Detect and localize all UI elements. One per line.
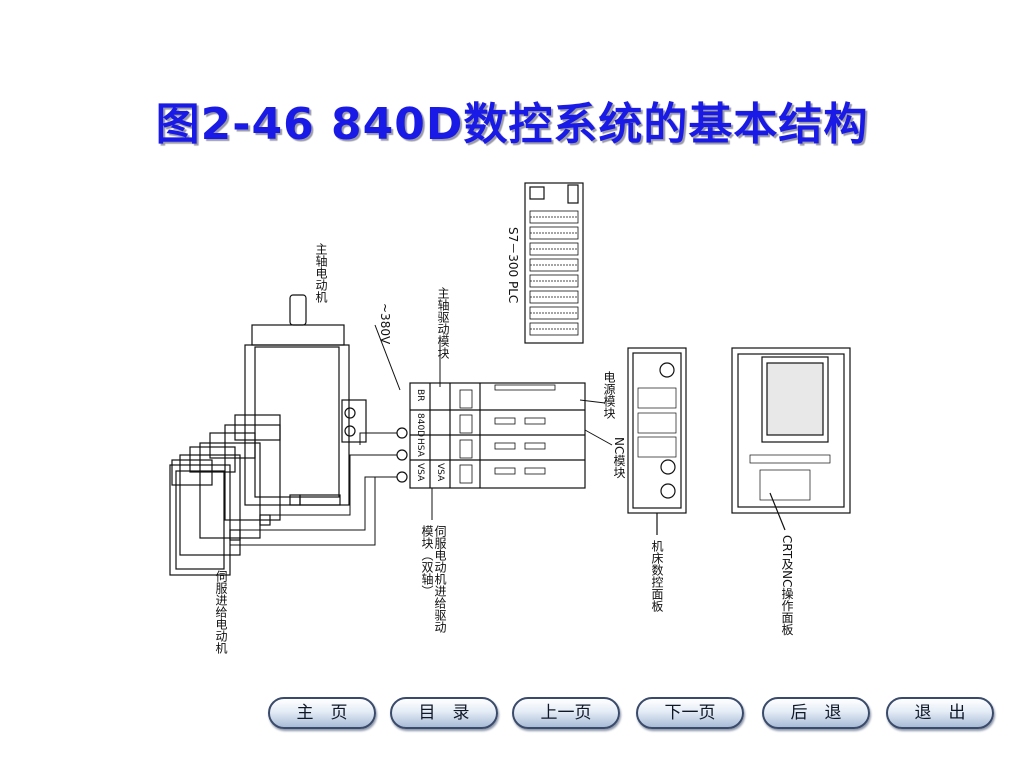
servo-motors — [169, 414, 301, 576]
module-tag-br: BR — [415, 389, 425, 402]
label-feed-drive: 伺服电动机进给驱动模块（双轴） — [420, 525, 447, 633]
back-button[interactable]: 后 退 — [762, 697, 870, 729]
label-power-module: 电源模块 — [602, 371, 616, 419]
plc-rack — [524, 182, 584, 344]
drive-module-bank — [396, 382, 586, 489]
navigation-bar: 主 页 目 录 上一页 下一页 后 退 退 出 — [268, 697, 998, 731]
home-button[interactable]: 主 页 — [268, 697, 376, 729]
crt-operator-panel — [731, 347, 851, 531]
label-crt-panel: CRT及NC操作面板 — [780, 535, 794, 636]
prev-page-button[interactable]: 上一页 — [512, 697, 620, 729]
label-spindle-drive: 主轴驱动模块 — [436, 287, 450, 359]
module-tag-hsa: HSA — [415, 438, 425, 457]
label-spindle-motor: 主轴电动机 — [314, 243, 328, 303]
module-tag-vsa-1: VSA — [415, 463, 425, 482]
exit-button[interactable]: 退 出 — [886, 697, 994, 729]
slide-title: 图2-46 840D数控系统的基本结构 — [155, 99, 869, 150]
label-voltage: ~380V — [378, 303, 392, 345]
machine-control-panel — [627, 347, 687, 535]
contents-button[interactable]: 目 录 — [390, 697, 498, 729]
spindle-motor — [244, 294, 367, 506]
module-tag-840d: 840D — [415, 413, 425, 438]
label-plc: S7－300 PLC — [506, 227, 520, 304]
next-page-button[interactable]: 下一页 — [636, 697, 744, 729]
label-nc-module: NC模块 — [612, 437, 626, 479]
module-tag-vsa-2: VSA — [435, 463, 445, 482]
cables — [230, 324, 613, 546]
cnc-structure-diagram: 主轴电动机 ~380V 主轴驱动模块 S7－300 PLC 电源模块 NC模块 … — [150, 175, 870, 655]
label-machine-panel: 机床数控面板 — [650, 540, 664, 612]
label-servo-motor: 伺服进给电动机 — [214, 570, 228, 654]
diagram-drawing — [169, 182, 851, 576]
